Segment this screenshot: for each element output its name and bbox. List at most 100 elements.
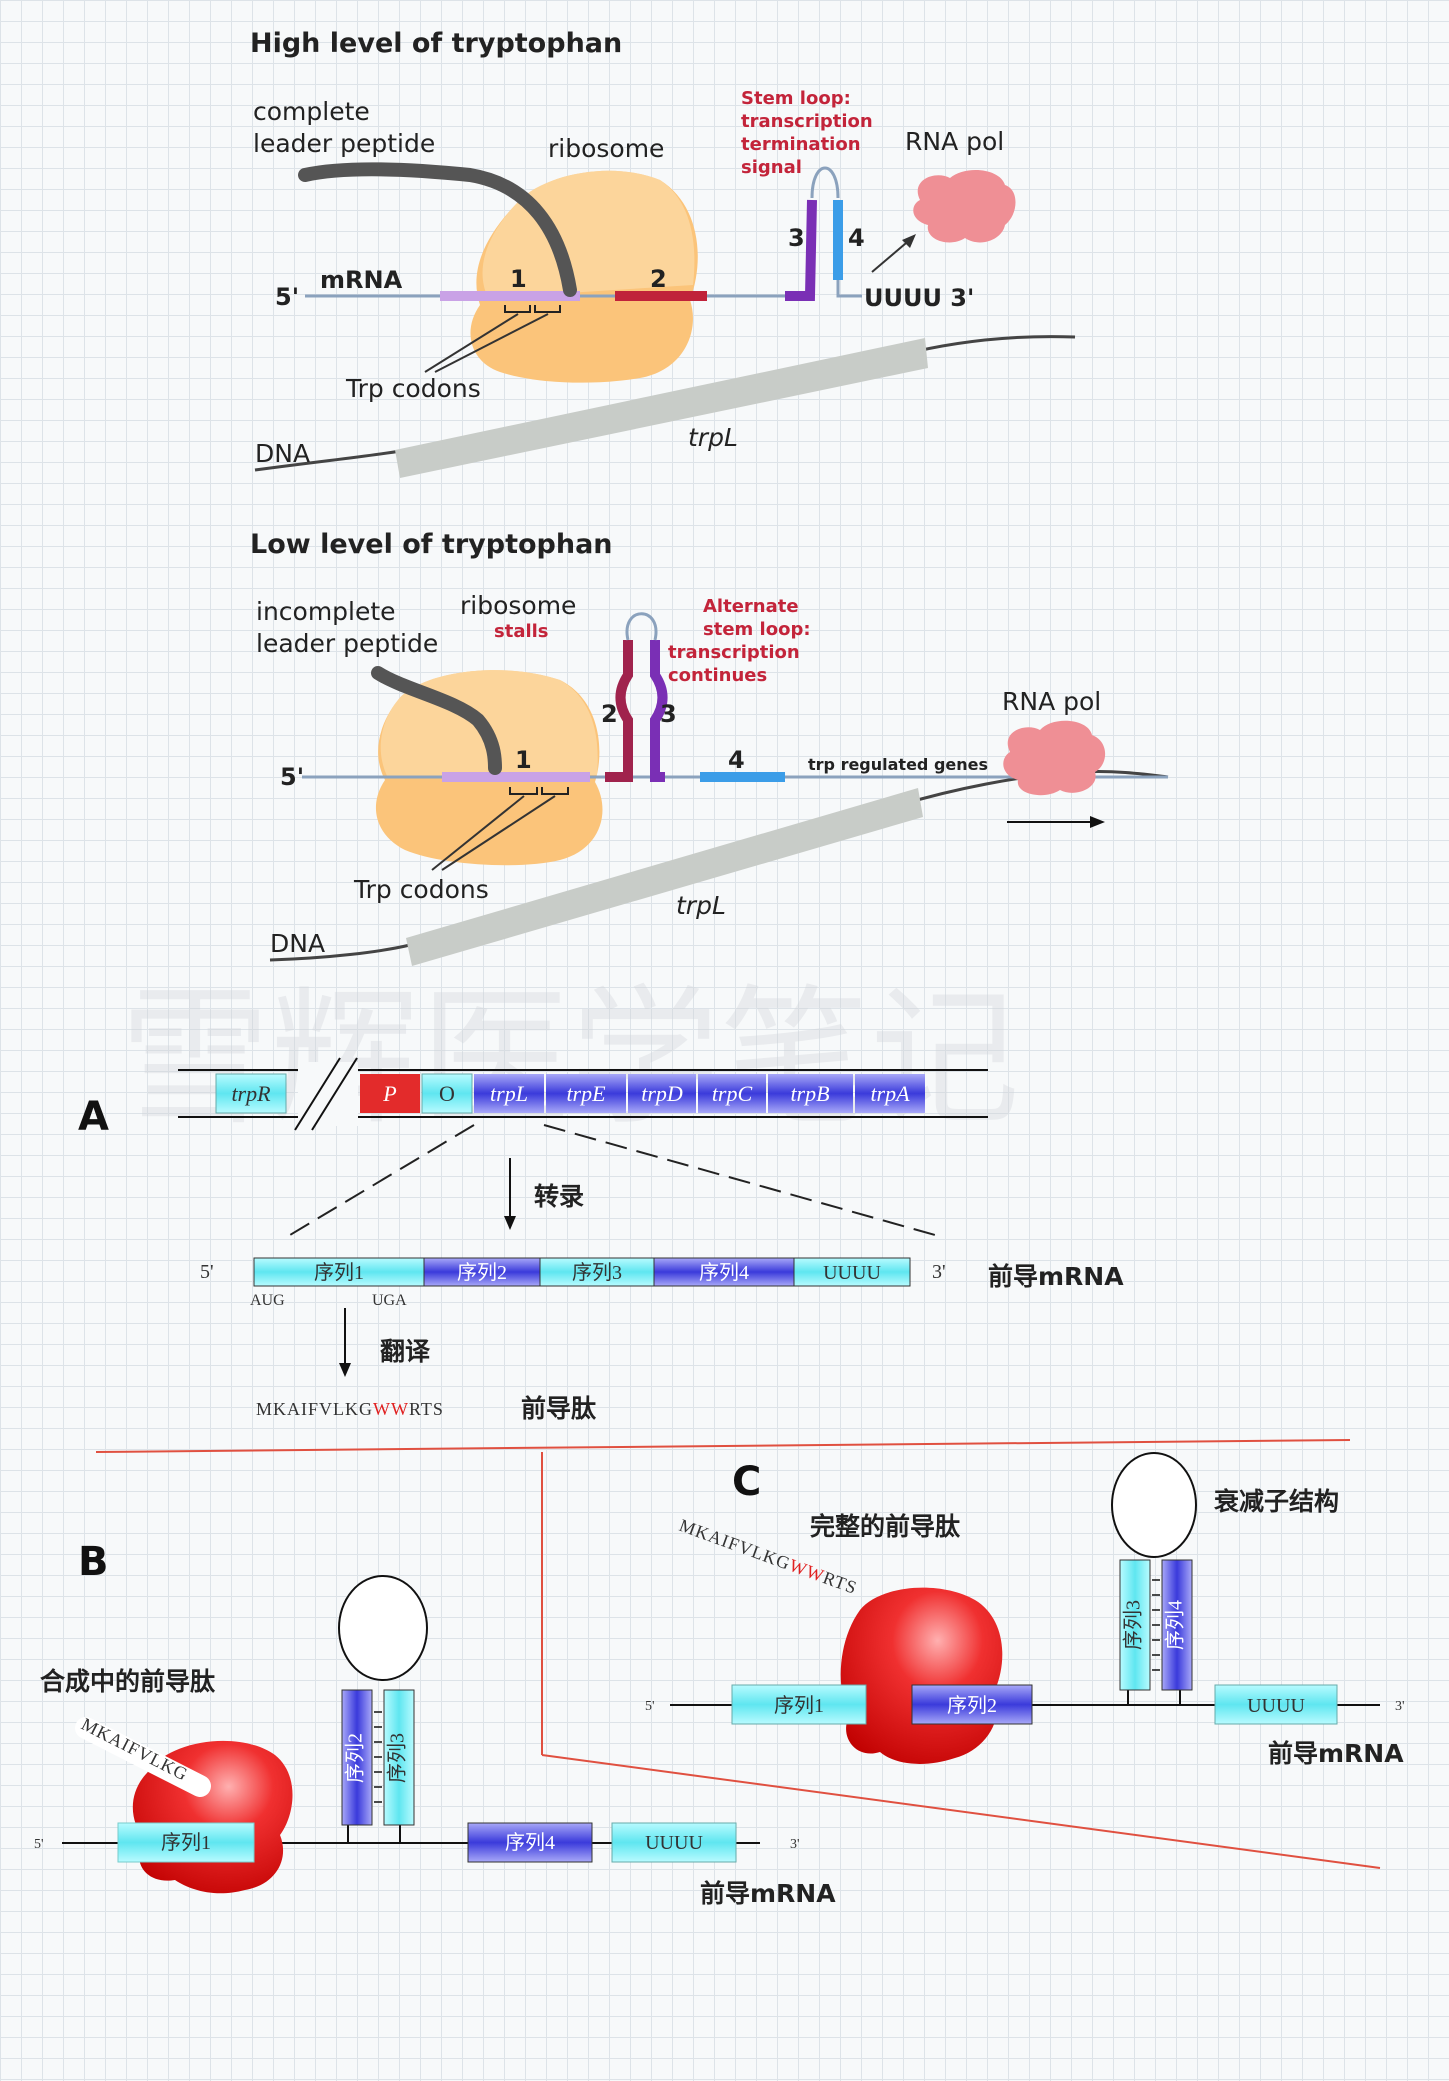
operon-O [421,1073,473,1114]
b-seq4-label: 序列4 [505,1831,555,1854]
trpl-label-2: trpL [676,891,726,920]
a-seq3 [539,1257,655,1287]
region-4-label-b: 4 [728,746,745,774]
watermark: 雪辉医学笔记 [120,972,1020,1146]
translation-arrowhead [339,1363,351,1377]
region-2-label-b: 2 [601,700,618,728]
b-uuuu-label: UUUU [645,1832,703,1854]
operon-trpA-label: trpA [870,1081,910,1106]
attenuator-label: 衰减子结构 [1213,1487,1339,1516]
release-arrowhead [902,234,916,248]
ribosome-label-2: ribosome [460,591,576,620]
trp-pointer-1 [424,313,519,373]
region-1-label-b: 1 [515,746,532,774]
a-seq2-label: 序列2 [457,1261,507,1284]
a-five-prime: 5' [200,1261,214,1283]
operon-trpB [768,1074,853,1113]
complete-peptide-label-2: leader peptide [253,129,435,158]
c-seq4 [1161,1559,1193,1691]
low-trp-panel: Low level of tryptophan incomplete leade… [250,529,1169,966]
trp-genes-label: trp regulated genes [808,755,988,774]
uga-label: UGA [372,1292,407,1309]
high-trp-title: High level of tryptophan [250,28,622,59]
trp-pointer-3 [431,795,525,871]
operon-trpR [215,1073,287,1114]
a-seq4 [653,1257,795,1287]
synth-peptide-label: 合成中的前导肽 [40,1667,216,1696]
b-peptide: MKAIFVLKG [78,1714,191,1785]
a-uuuu [793,1257,911,1287]
a-seq4-label: 序列4 [699,1261,749,1284]
c-seq2-label: 序列2 [947,1694,997,1717]
complete-peptide-label-1: complete [253,97,370,126]
transcription-label: 转录 [534,1182,584,1211]
trp-codons-marks-2 [509,787,569,795]
region-2 [615,291,707,301]
five-prime-label-2: 5' [280,763,304,791]
region-2-label: 2 [650,265,667,293]
operon-trpB-label: trpB [790,1081,829,1106]
c-five-prime: 5' [645,1699,655,1714]
panel-b: B 合成中的前导肽 5' 3' 序列1 MKAIFVLKG 序列2 序列3 序列… [34,1539,836,1908]
incomplete-peptide-label-2: leader peptide [256,629,438,658]
release-arrow [871,237,913,273]
mrna-tail [836,280,862,298]
operon-trpE [546,1074,626,1113]
b-three-prime: 3' [790,1837,800,1852]
dna-label: DNA [255,439,310,468]
c-leader-mrna-label: 前导mRNA [1268,1739,1404,1768]
region-1 [440,291,580,301]
b-base-pairs [374,1711,382,1803]
c-uuuu [1214,1684,1338,1725]
dna-strand-2 [269,770,1169,962]
c-ribosome [840,1587,1003,1764]
operon-P [360,1074,420,1113]
c-seq3 [1119,1559,1151,1691]
a-uuuu-label: UUUU [823,1262,881,1284]
a-seq1 [253,1257,425,1287]
trp-codons-label-2: Trp codons [353,875,489,904]
operon-trpL [474,1074,544,1113]
trp-pointer-4 [441,795,556,871]
low-trp-title: Low level of tryptophan [250,529,613,560]
trpl-gene-bar-2 [406,788,923,966]
leader-peptide-label: 前导肽 [521,1394,597,1423]
transcription-arrowhead-a [504,1216,516,1230]
break-mark-2 [311,1057,358,1131]
b-seq3-label: 序列3 [386,1733,409,1783]
transcription-arrowhead [1090,816,1105,828]
panel-c: C 完整的前导肽 MKAIFVLKGWWRTS 5' 3' 序列1 序列2 序列… [645,1452,1405,1768]
mrna-label: mRNA [320,266,403,294]
incomplete-peptide-label-1: incomplete [256,597,396,626]
operon-trpD-label: trpD [641,1081,683,1106]
rna-pol-label: RNA pol [905,127,1004,156]
a-three-prime: 3' [932,1261,946,1283]
b-seq2-label: 序列2 [344,1733,367,1783]
region-3-label-b: 3 [660,700,677,728]
antiterminator-loop [625,612,658,641]
uuuu-label: UUUU 3' [864,284,974,312]
operon-trpC-label: trpC [712,1081,753,1106]
ribosome-label: ribosome [548,134,664,163]
panel-b-letter: B [78,1539,109,1585]
rna-polymerase-2 [1003,720,1106,796]
b-seq2 [341,1689,373,1826]
alt-loop-note-3: transcription [668,642,800,663]
stalls-label: stalls [494,621,549,642]
operon-trpD [628,1074,696,1113]
region-3-label: 3 [788,224,805,252]
c-uuuu-label: UUUU [1247,1695,1305,1717]
dna-label-2: DNA [270,929,325,958]
region-2-b [605,640,633,782]
b-leader-mrna-label: 前导mRNA [700,1879,836,1908]
trpl-label: trpL [688,423,738,452]
complete-leader-peptide [298,162,577,297]
aug-label: AUG [250,1292,285,1309]
a-leader-mrna-label: 前导mRNA [988,1262,1124,1291]
region-1-label: 1 [510,265,527,293]
c-base-pairs [1152,1579,1160,1671]
high-trp-panel: High level of tryptophan complete leader… [250,28,1076,478]
zoom-line-right [543,1124,936,1236]
c-loop [1111,1452,1197,1558]
c-three-prime: 3' [1395,1699,1405,1714]
